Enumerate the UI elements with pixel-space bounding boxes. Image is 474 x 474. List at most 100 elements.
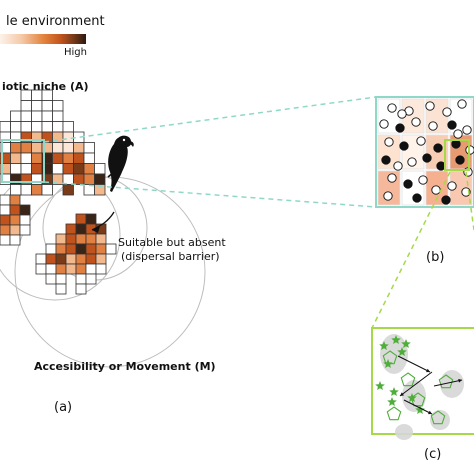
- niche-cell: [83, 142, 95, 154]
- niche-cell: [75, 283, 87, 295]
- movement-arrow: [397, 355, 431, 373]
- presence-point: [433, 143, 443, 153]
- niche-cell: [75, 243, 87, 255]
- niche-cell: [9, 194, 21, 206]
- movement-arrowhead: [400, 392, 404, 396]
- niche-cell: [95, 243, 107, 255]
- niche-grid-barrier: [35, 213, 117, 295]
- niche-cell: [20, 142, 32, 154]
- legend: le environment High: [0, 14, 105, 58]
- presence-point: [399, 141, 409, 151]
- niche-cell: [45, 243, 57, 255]
- niche-cell: [41, 100, 53, 112]
- niche-cell: [35, 263, 47, 275]
- individual-star: [401, 339, 411, 348]
- niche-cell: [0, 214, 11, 226]
- niche-cell: [85, 233, 97, 245]
- individual-star: [415, 405, 425, 414]
- individual-star: [383, 359, 393, 368]
- niche-cell: [62, 121, 74, 133]
- presence-point: [422, 153, 432, 163]
- site-pentagon: [400, 372, 416, 387]
- movement-arrowhead: [458, 378, 462, 383]
- niche-cell: [55, 263, 67, 275]
- niche-cell: [10, 110, 22, 122]
- niche-cell: [52, 152, 64, 164]
- panel-b-label: (b): [426, 250, 444, 265]
- niche-cell: [55, 283, 67, 295]
- niche-cell: [19, 224, 31, 236]
- niche-cell: [83, 163, 95, 175]
- niche-cell: [0, 194, 11, 206]
- niche-cell: [20, 110, 32, 122]
- niche-cell: [85, 263, 97, 275]
- niche-cell: [41, 110, 53, 122]
- niche-cell: [73, 173, 85, 185]
- individual-star: [379, 341, 389, 350]
- niche-cell: [95, 263, 107, 275]
- absence-point: [425, 101, 435, 111]
- presence-point: [441, 195, 451, 205]
- absence-point: [387, 173, 397, 183]
- niche-cell: [52, 163, 64, 175]
- absence-point: [462, 125, 472, 135]
- presence-point: [412, 193, 422, 203]
- absence-point: [457, 99, 467, 109]
- niche-cell: [85, 213, 97, 225]
- niche-cell: [62, 152, 74, 164]
- movement-arrowhead: [426, 368, 430, 373]
- niche-cell: [65, 223, 77, 235]
- niche-cell: [94, 163, 106, 175]
- niche-cell: [52, 110, 64, 122]
- connector-line-top: [43, 96, 377, 143]
- niche-cell: [95, 233, 107, 245]
- absence-point: [384, 137, 394, 147]
- niche-cell: [31, 110, 43, 122]
- individual-star: [389, 387, 399, 396]
- niche-cell: [83, 173, 95, 185]
- niche-cell: [52, 121, 64, 133]
- panel-a-label: (a): [54, 400, 72, 415]
- niche-cell: [41, 184, 53, 196]
- niche-cell: [31, 121, 43, 133]
- niche-cell: [75, 263, 87, 275]
- niche-cell: [55, 273, 67, 285]
- site-pentagon: [430, 410, 446, 425]
- niche-cell: [31, 184, 43, 196]
- niche-cell: [19, 214, 31, 226]
- movement-arrow: [433, 379, 463, 387]
- niche-cell: [31, 163, 43, 175]
- absence-point: [447, 181, 457, 191]
- presence-point: [403, 179, 413, 189]
- niche-cell: [52, 142, 64, 154]
- niche-cell: [75, 253, 87, 265]
- niche-cell: [31, 142, 43, 154]
- movement-arrow: [403, 399, 433, 415]
- habitat-patch: [440, 370, 464, 398]
- presence-point: [436, 161, 446, 171]
- niche-cell: [20, 100, 32, 112]
- connector-line-bottom: [43, 181, 377, 208]
- niche-cell: [10, 163, 22, 175]
- absence-point: [428, 121, 438, 131]
- niche-cell: [62, 142, 74, 154]
- niche-cell: [94, 173, 106, 185]
- niche-cell: [45, 273, 57, 285]
- site-pentagon: [438, 374, 454, 389]
- niche-cell: [55, 233, 67, 245]
- niche-cell: [73, 163, 85, 175]
- connector-c-left: [371, 171, 451, 329]
- niche-cell: [35, 253, 47, 265]
- niche-cell: [0, 204, 11, 216]
- presence-point: [455, 155, 465, 165]
- absence-point: [442, 107, 452, 117]
- individual-star: [397, 347, 407, 356]
- absence-point: [387, 103, 397, 113]
- panel-c: [371, 327, 474, 440]
- barrier-arrow: [91, 211, 115, 231]
- presence-point: [451, 139, 461, 149]
- niche-cell: [31, 89, 43, 101]
- absence-point: [397, 109, 407, 119]
- habitat-patch: [430, 410, 450, 430]
